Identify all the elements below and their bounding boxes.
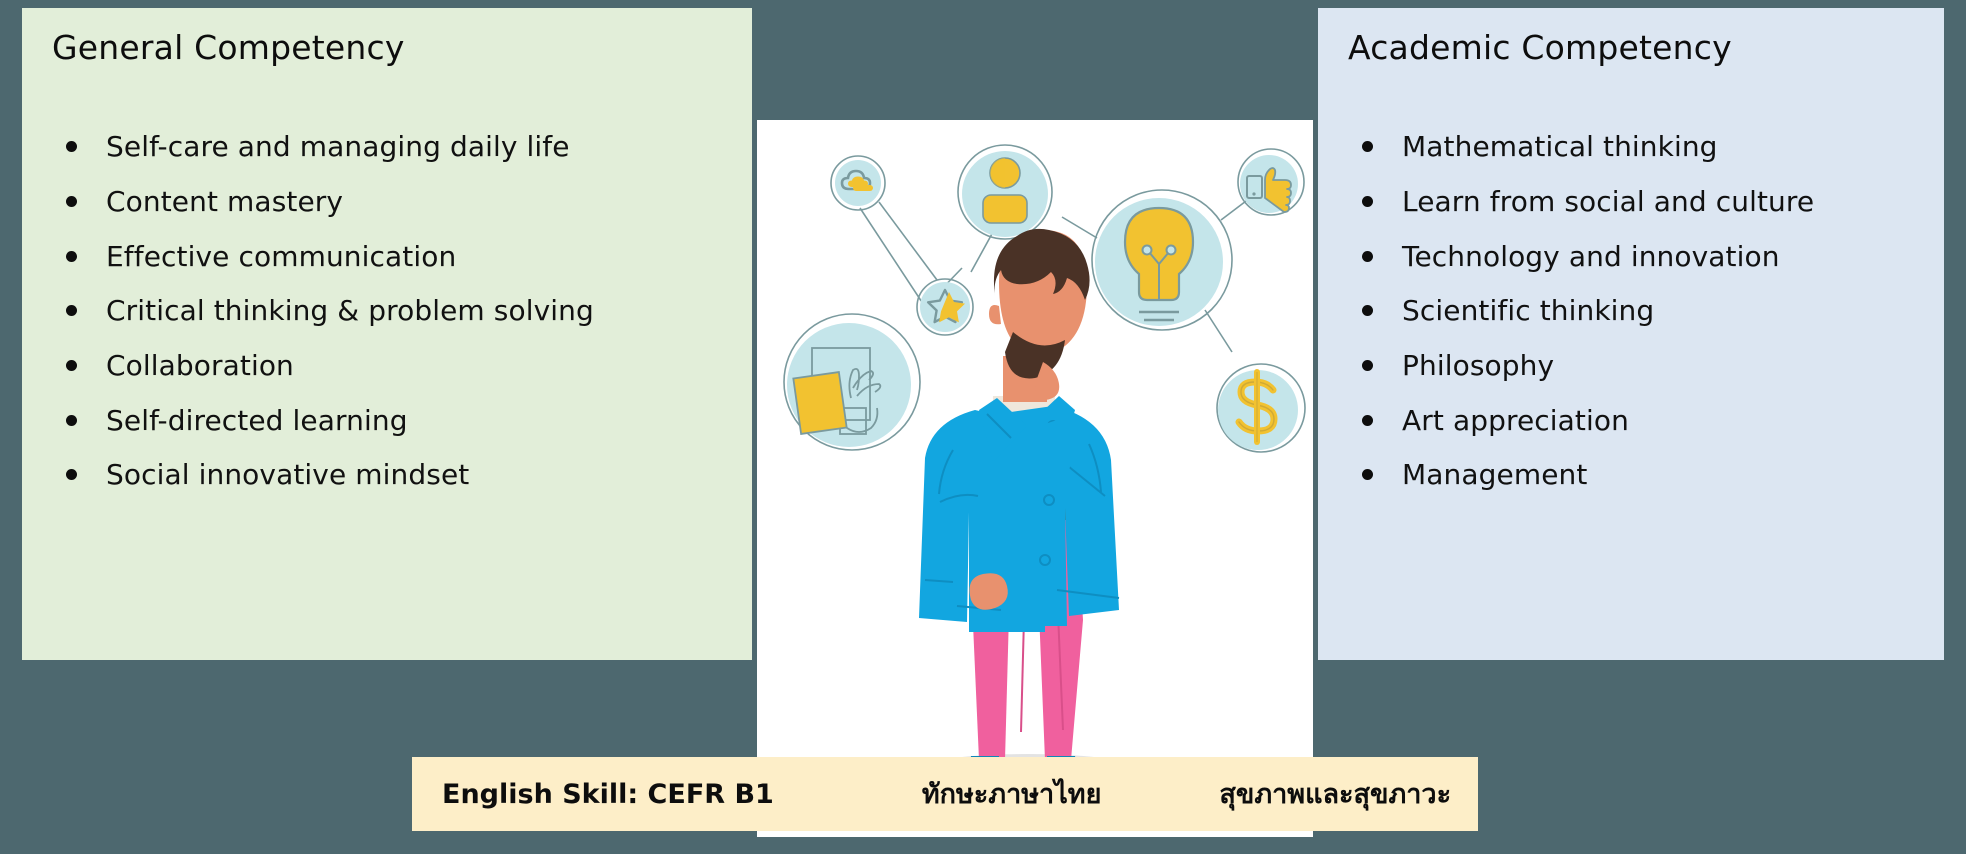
bullet-dot-icon (1362, 305, 1373, 317)
academic-competency-title: Academic Competency (1348, 28, 1732, 67)
list-item: Content mastery (48, 187, 726, 217)
bullet-dot-icon (66, 469, 77, 481)
academic-competency-list: Mathematical thinking Learn from social … (1344, 132, 1918, 490)
list-item: Learn from social and culture (1344, 187, 1918, 217)
person-bubble (957, 144, 1053, 240)
list-item: Collaboration (48, 351, 726, 381)
bullet-dot-icon (1362, 469, 1373, 481)
list-item-label: Learn from social and culture (1402, 184, 1815, 218)
list-item: Self-directed learning (48, 403, 726, 437)
list-item-label: Self-directed learning (106, 403, 408, 437)
list-item-label: Self-care and managing daily life (106, 130, 570, 164)
skills-bar: English Skill: CEFR B1 ทักษะภาษาไทย สุขภ… (412, 757, 1478, 831)
general-competency-panel: General Competency Self-care and managin… (22, 8, 752, 660)
list-item: Mathematical thinking (1344, 132, 1918, 162)
dollar-bubble (1216, 363, 1306, 453)
list-item: Effective communication (48, 239, 726, 273)
bullet-dot-icon (66, 414, 77, 426)
list-item-label: Collaboration (106, 348, 294, 382)
bullet-dot-icon (1362, 414, 1373, 426)
skill-english: English Skill: CEFR B1 (442, 778, 774, 810)
cloud-bubble (830, 155, 886, 211)
list-item-label: Art appreciation (1402, 403, 1629, 437)
list-item: Social innovative mindset (48, 460, 726, 490)
list-item-label: Technology and innovation (1402, 239, 1780, 273)
general-competency-list: Self-care and managing daily life Conten… (48, 132, 726, 490)
list-item: Philosophy (1344, 351, 1918, 381)
bullet-dot-icon (1362, 359, 1373, 371)
list-item-label: Scientific thinking (1402, 294, 1655, 328)
academic-competency-panel: Academic Competency Mathematical thinkin… (1318, 8, 1944, 660)
illustration-graphic (757, 120, 1313, 837)
list-item: Art appreciation (1344, 403, 1918, 437)
general-competency-title: General Competency (52, 28, 405, 67)
list-item-label: Management (1402, 458, 1588, 492)
bullet-dot-icon (1362, 250, 1373, 262)
list-item: Critical thinking & problem solving (48, 296, 726, 326)
list-item: Self-care and managing daily life (48, 132, 726, 162)
list-item-label: Philosophy (1402, 348, 1555, 382)
skill-thai-language: ทักษะภาษาไทย (921, 778, 1102, 810)
lightbulb-bubble (1091, 189, 1233, 331)
bullet-dot-icon (66, 141, 77, 153)
cloud-icon (840, 169, 873, 191)
thumbs-up-icon (1246, 167, 1292, 213)
list-item-label: Content mastery (106, 184, 344, 218)
list-item-label: Critical thinking & problem solving (106, 294, 594, 328)
list-item-label: Mathematical thinking (1402, 130, 1718, 164)
list-item: Technology and innovation (1344, 239, 1918, 273)
man-figure (919, 228, 1120, 774)
bullet-dot-icon (66, 359, 77, 371)
bullet-dot-icon (1362, 195, 1373, 207)
star-icon (926, 288, 965, 324)
list-item: Management (1344, 460, 1918, 490)
bullet-dot-icon (66, 305, 77, 317)
thumbs-up-bubble (1237, 148, 1305, 216)
bullet-dot-icon (1362, 141, 1373, 153)
lightbulb-icon (1123, 206, 1195, 322)
person-icon (982, 157, 1028, 224)
document-hand-bubble (783, 313, 921, 451)
list-item-label: Effective communication (106, 239, 457, 273)
dollar-icon (1235, 369, 1278, 445)
star-bubble (916, 278, 974, 336)
list-item: Scientific thinking (1344, 296, 1918, 326)
bullet-dot-icon (66, 195, 77, 207)
list-item-label: Social innovative mindset (106, 458, 470, 492)
competency-illustration (757, 120, 1313, 837)
skill-health-wellbeing: สุขภาพและสุขภาวะ (1219, 778, 1452, 810)
bullet-dot-icon (66, 250, 77, 262)
